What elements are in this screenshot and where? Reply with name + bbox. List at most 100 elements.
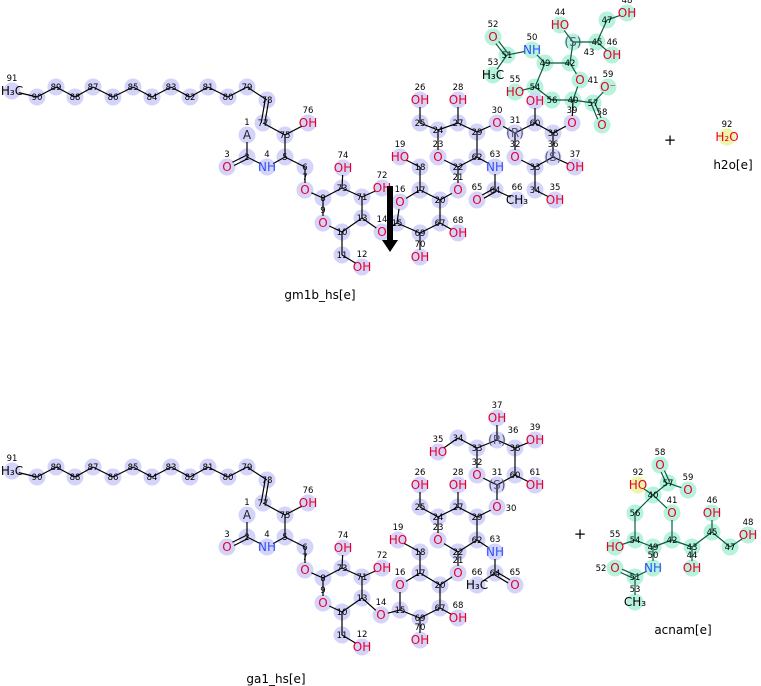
atom-number: 27	[453, 503, 464, 513]
atom-number: 84	[147, 473, 158, 483]
bond	[403, 542, 421, 553]
atom-label: (R)	[506, 126, 524, 140]
atom-number: 2	[244, 153, 249, 163]
bond	[227, 466, 248, 478]
atom-gm1b-2: 2	[244, 153, 249, 163]
atom-number: 52	[488, 20, 499, 30]
atom-number: 72	[377, 171, 388, 181]
atom-label: O	[453, 183, 462, 197]
atom-gm1b-45: 45	[592, 38, 603, 48]
double-bond	[621, 568, 636, 576]
atom-ga1-62: 62	[472, 536, 483, 546]
atom-acnam-47: 47	[725, 543, 736, 553]
atom-gm1b-77: 77	[258, 119, 269, 129]
bond	[272, 536, 286, 545]
bond	[606, 14, 621, 21]
atom-label: NH	[486, 160, 504, 174]
atom-number: 85	[128, 463, 139, 473]
atom-number: 34	[530, 186, 541, 196]
atom-highlight	[391, 576, 409, 594]
bond	[569, 41, 574, 64]
atom-gm1b-25: 25	[415, 119, 426, 129]
atom-highlight	[238, 506, 256, 524]
atom-acnam-40: 40	[648, 491, 659, 501]
bond	[671, 539, 693, 548]
bond	[262, 502, 286, 516]
atom-highlight	[546, 191, 564, 209]
atom-ga1-27: 27	[453, 503, 464, 513]
bonds	[18, 14, 743, 644]
bond	[534, 189, 550, 198]
atom-acnam-42: 42	[667, 536, 678, 546]
atom-number: 89	[51, 83, 62, 93]
atom-number: 50	[648, 551, 659, 561]
bond	[571, 99, 574, 117]
bond	[405, 572, 421, 582]
atom-number: 88	[70, 473, 81, 483]
atom-number: 31	[510, 116, 521, 126]
atom-label: HO	[391, 150, 409, 164]
atom-ga1-25: 25	[415, 503, 426, 513]
atom-number: 16	[395, 568, 406, 578]
atom-ga1-9: O9	[318, 586, 327, 610]
bond	[207, 466, 229, 478]
atom-ga1-6: 6	[302, 543, 307, 553]
atom-number: 40	[648, 491, 659, 501]
atom-gm1b-78: 78	[262, 96, 273, 106]
atom-highlight	[523, 41, 541, 59]
atom-ga1-21: O21	[453, 556, 464, 580]
bond	[439, 576, 453, 586]
atom-highlight	[563, 114, 581, 132]
bond	[569, 62, 577, 75]
double-bond	[483, 191, 497, 199]
bond	[563, 30, 574, 43]
bond	[36, 466, 57, 478]
atom-number: 7	[302, 553, 307, 563]
atom-label: OH	[373, 561, 391, 575]
atom-number: 57	[663, 479, 674, 489]
atom-label: CH₃	[624, 595, 646, 609]
atom-number: 89	[51, 463, 62, 473]
atom-number: 51	[630, 573, 641, 583]
atom-number: 5	[282, 533, 287, 543]
atom-ga1-15: 15	[395, 606, 406, 616]
bond	[534, 156, 554, 168]
atom-label: OH	[411, 250, 429, 264]
atom-number: 45	[707, 528, 718, 538]
atom-ga1-20: 20	[435, 581, 446, 591]
atom-number: 1	[244, 118, 249, 128]
bond	[284, 505, 303, 516]
atom-gm1b-85: 85	[128, 83, 139, 93]
atom-label: H₃C	[1, 84, 23, 98]
bond	[18, 92, 38, 98]
atom-highlight	[663, 504, 681, 522]
atom-ga1-83: 83	[166, 463, 177, 473]
atom-label: A	[243, 128, 252, 142]
atom-label: OH	[546, 193, 564, 207]
atom-acnam-52: O52	[596, 561, 620, 575]
atom-highlight	[506, 576, 524, 594]
atom-label: O	[567, 116, 576, 130]
bond	[634, 494, 654, 514]
atom-highlight	[391, 148, 409, 166]
atom-gm1b-38: 38	[548, 129, 559, 139]
molecule-name-acnam: acnam[e]	[654, 623, 711, 637]
atom-number: 28	[453, 468, 464, 478]
bond	[246, 156, 262, 165]
atom-number: 66	[512, 183, 523, 193]
bond	[361, 597, 377, 611]
atom-gm1b-3: O3	[222, 150, 231, 174]
bond	[284, 125, 303, 136]
bond	[361, 190, 376, 198]
